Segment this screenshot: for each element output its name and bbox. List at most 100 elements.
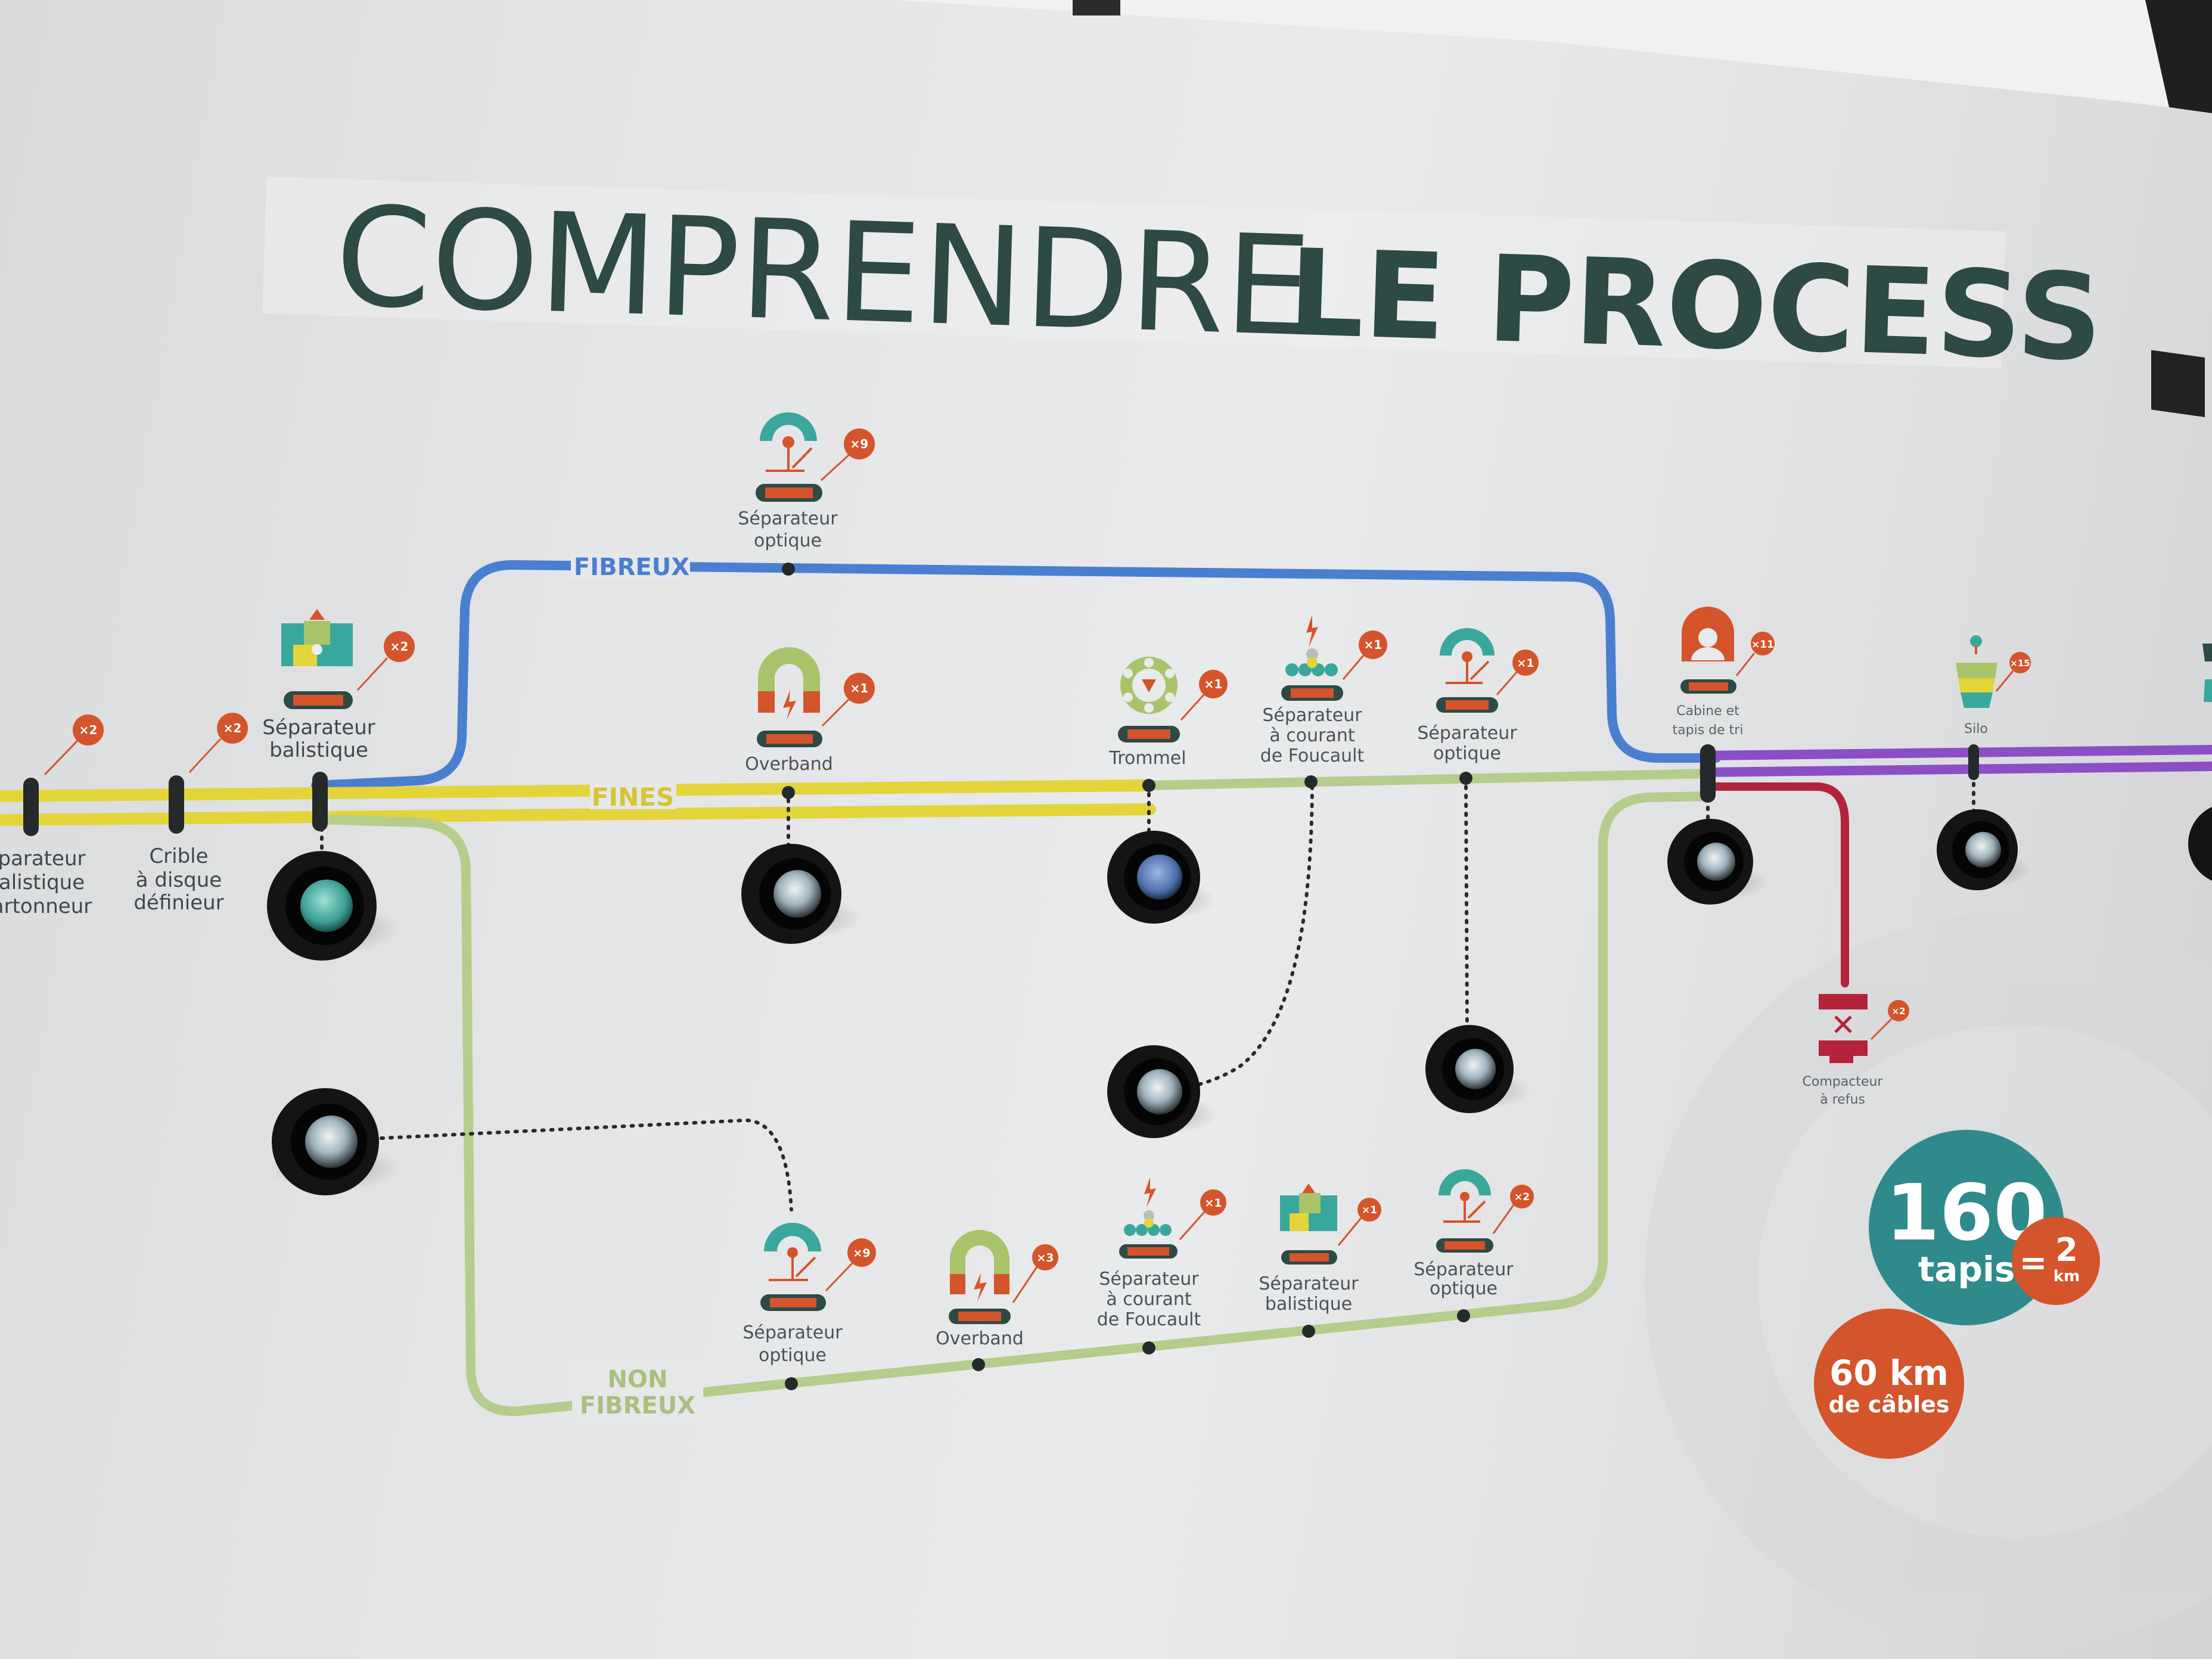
dotted-connectors xyxy=(320,773,1975,1211)
svg-text:Séparateur: Séparateur xyxy=(742,1322,843,1343)
cables-circle xyxy=(1814,1309,1964,1459)
step-fibreux-separateur-optique: ×9 Séparateur optique xyxy=(738,412,875,551)
svg-text:Compacteur: Compacteur xyxy=(1803,1074,1884,1089)
svg-text:×9: ×9 xyxy=(853,1247,870,1260)
svg-text:alistique: alistique xyxy=(0,871,85,894)
svg-text:de Foucault: de Foucault xyxy=(1097,1309,1201,1330)
svg-text:optique: optique xyxy=(1433,743,1501,764)
svg-text:×1: ×1 xyxy=(1204,677,1223,691)
balistique-icon xyxy=(309,609,325,620)
svg-text:Silo: Silo xyxy=(1964,722,1988,737)
svg-text:définieur: définieur xyxy=(133,891,223,915)
output-line-2 xyxy=(1700,762,2212,777)
svg-text:parateur: parateur xyxy=(0,847,86,871)
svg-text:×2: ×2 xyxy=(390,639,409,654)
svg-text:×11: ×11 xyxy=(1751,639,1774,651)
cables-label: de câbles xyxy=(1829,1391,1950,1418)
title-light: COMPRENDRE xyxy=(333,178,1314,367)
svg-text:×1: ×1 xyxy=(1204,1197,1222,1210)
line-dots xyxy=(782,563,1472,1390)
step-fines-foucault: ×1 Séparateur à courant de Foucault xyxy=(1260,615,1387,766)
svg-text:×2: ×2 xyxy=(223,721,242,735)
svg-text:optique: optique xyxy=(759,1345,827,1366)
step-nf-separateur-optique-1: ×9 Séparateur optique xyxy=(742,1223,876,1366)
step-separateur-balistique: ×2 Séparateur balistique xyxy=(262,609,415,762)
svg-text:Crible: Crible xyxy=(149,844,208,868)
magnet-icon xyxy=(758,647,820,691)
tapis-label: tapis xyxy=(1918,1249,2015,1290)
step-silo: ×15 Silo xyxy=(1956,635,2031,737)
svg-text:balistique: balistique xyxy=(1265,1294,1352,1315)
svg-text:×2: ×2 xyxy=(79,723,98,737)
svg-text:Séparateur: Séparateur xyxy=(1413,1259,1514,1280)
viewer-lens[interactable] xyxy=(1107,1045,1218,1138)
ceiling xyxy=(894,0,2212,418)
optical-sorter-icon xyxy=(1439,1169,1491,1195)
svg-text:à disque: à disque xyxy=(136,868,222,892)
viewer-lens[interactable] xyxy=(267,851,399,961)
svg-text:×1: ×1 xyxy=(1517,657,1534,670)
km-value: 2 xyxy=(2055,1231,2078,1269)
svg-text:Séparateur: Séparateur xyxy=(738,508,838,529)
viewer-lens[interactable] xyxy=(1667,819,1769,905)
svg-text:de Foucault: de Foucault xyxy=(1260,745,1365,766)
svg-text:Trommel: Trommel xyxy=(1108,748,1186,769)
fibreux-line xyxy=(311,560,1721,790)
optical-sorter-icon xyxy=(760,412,817,441)
svg-text:Overband: Overband xyxy=(936,1328,1024,1349)
svg-text:Séparateur: Séparateur xyxy=(1262,705,1362,726)
compactor-icon xyxy=(1819,994,1868,1009)
fines-line xyxy=(0,779,1156,802)
km-circle xyxy=(2012,1217,2100,1305)
magnet-icon xyxy=(950,1230,1009,1274)
process-lines xyxy=(0,560,2212,1416)
cables-value: 60 km xyxy=(1829,1353,1949,1393)
viewer-lens[interactable] xyxy=(741,844,861,944)
eddy-current-icon xyxy=(1144,1178,1156,1207)
viewer-lens-partial[interactable] xyxy=(2188,803,2212,884)
step-compacteur: ×2 Compacteur à refus xyxy=(1803,994,1909,1107)
station-ticks xyxy=(23,744,1979,836)
step-nf-foucault: ×1 Séparateur à courant de Foucault xyxy=(1097,1178,1226,1330)
svg-text:Séparateur: Séparateur xyxy=(262,716,375,740)
step-fines-overband: ×1 Overband xyxy=(745,647,875,775)
fines-green-line xyxy=(1145,769,1715,790)
svg-text:×2: ×2 xyxy=(1891,1006,1905,1017)
step-fines-separateur-optique: ×1 Séparateur optique xyxy=(1417,628,1539,764)
viewer-lens[interactable] xyxy=(1425,1025,1530,1113)
svg-text:Cabine et: Cabine et xyxy=(1676,704,1739,719)
svg-text:×1: ×1 xyxy=(1362,1204,1377,1216)
step-crible-disque: ×2 Crible à disque définieur xyxy=(133,713,248,915)
svg-text:×9: ×9 xyxy=(850,437,869,451)
svg-text:artonneur: artonneur xyxy=(0,894,92,918)
svg-text:×1: ×1 xyxy=(850,681,869,695)
svg-text:optique: optique xyxy=(754,530,822,551)
svg-text:tapis de tri: tapis de tri xyxy=(1673,723,1744,738)
svg-text:Séparateur: Séparateur xyxy=(1099,1269,1199,1290)
viewer-lens[interactable] xyxy=(1937,809,2032,890)
refus-line xyxy=(1704,782,1849,987)
svg-text:Overband: Overband xyxy=(745,754,833,775)
viewer-lens[interactable] xyxy=(268,1088,399,1195)
svg-text:Séparateur: Séparateur xyxy=(1259,1273,1359,1294)
step-nf-separateur-optique-2: ×2 Séparateur optique xyxy=(1413,1169,1534,1299)
page-title: COMPRENDRE LE PROCESS xyxy=(262,176,2105,388)
non-fibreux-line xyxy=(311,791,1715,1416)
svg-text:×3: ×3 xyxy=(1036,1251,1054,1265)
viewer-lens[interactable] xyxy=(1107,831,1216,924)
stats: 160 tapis = 2 km 60 km de câbles xyxy=(1814,1130,2100,1459)
eddy-current-icon xyxy=(1306,615,1318,647)
svg-text:×1: ×1 xyxy=(1364,638,1382,652)
output-line xyxy=(1700,745,2212,760)
svg-text:à refus: à refus xyxy=(1820,1092,1865,1107)
step-nf-overband: ×3 Overband xyxy=(936,1230,1058,1349)
svg-text:à courant: à courant xyxy=(1269,725,1355,746)
equals-sign: = xyxy=(2020,1244,2048,1282)
optical-sorter-icon xyxy=(764,1223,821,1251)
fines-label: FINES xyxy=(592,782,674,812)
step-nf-separateur-balistique: ×1 Séparateur balistique xyxy=(1259,1183,1381,1315)
silo-icon xyxy=(1970,635,1982,647)
balistique-icon xyxy=(1302,1183,1315,1193)
